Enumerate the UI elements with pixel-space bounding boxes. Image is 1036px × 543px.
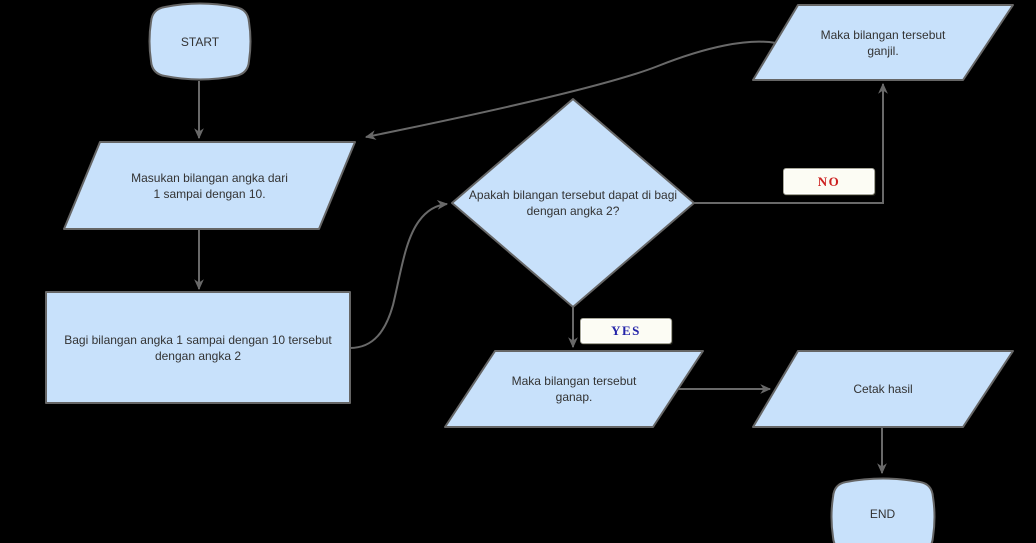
edge-label-no[interactable]: NO bbox=[783, 168, 875, 195]
print-parallelogram-shape[interactable] bbox=[752, 350, 1014, 428]
edges-group bbox=[194, 40, 888, 475]
even-parallelogram-shape[interactable] bbox=[444, 350, 704, 428]
odd-parallelogram-shape[interactable] bbox=[752, 4, 1014, 81]
nodes-group bbox=[45, 2, 1014, 543]
edge-process-to-decision bbox=[349, 200, 449, 349]
input-parallelogram-shape[interactable] bbox=[63, 141, 356, 230]
edge-odd-to-input bbox=[364, 40, 777, 140]
decision-diamond-shape[interactable] bbox=[451, 98, 695, 308]
end-terminal-shape[interactable] bbox=[830, 477, 936, 543]
edge-decision-no-to-odd bbox=[694, 82, 888, 204]
start-terminal-shape[interactable] bbox=[148, 2, 252, 81]
edge-label-yes[interactable]: YES bbox=[580, 318, 672, 344]
process-rectangle-shape[interactable] bbox=[45, 291, 351, 404]
